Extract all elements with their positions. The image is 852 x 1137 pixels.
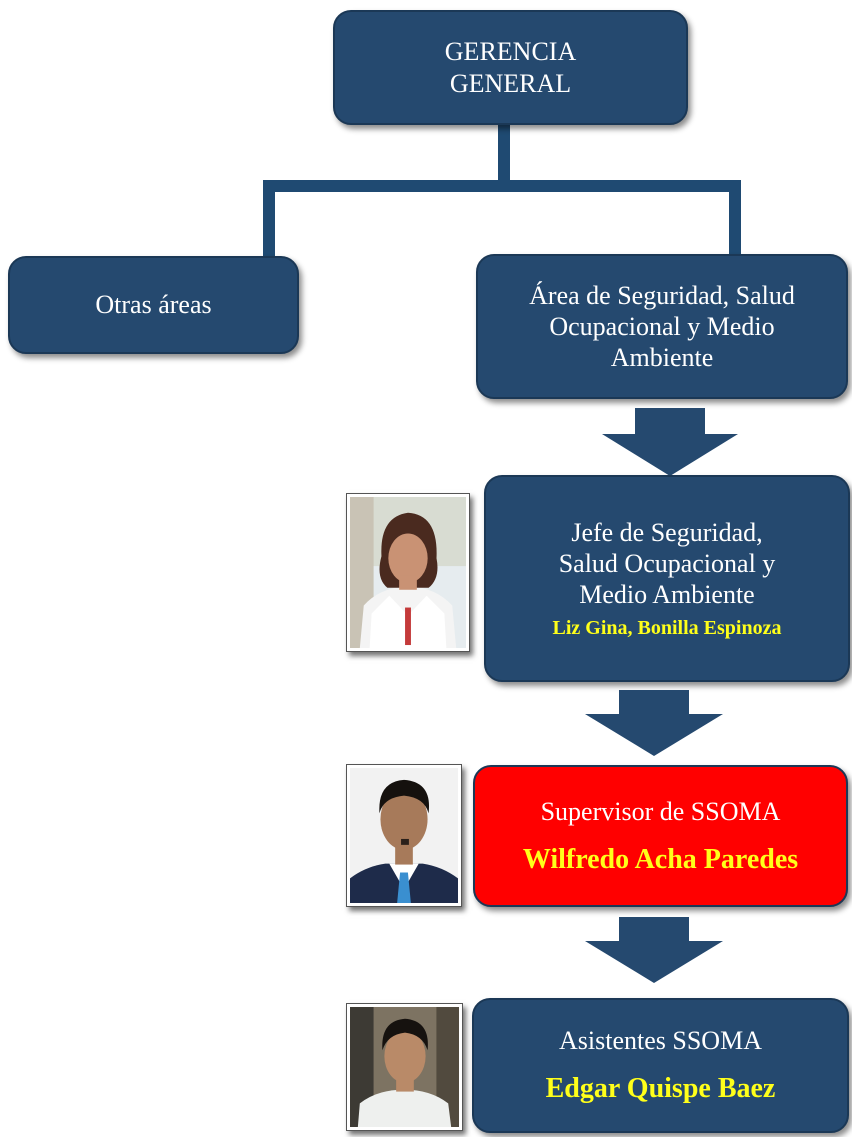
connector-to-otras <box>263 180 275 258</box>
node-area-ssoma: Área de Seguridad, Salud Ocupacional y M… <box>476 254 848 399</box>
person-name: Wilfredo Acha Paredes <box>522 843 799 875</box>
node-asistentes: Asistentes SSOMA Edgar Quispe Baez <box>472 998 849 1133</box>
node-jefe: Jefe de Seguridad, Salud Ocupacional y M… <box>484 475 850 682</box>
photo-asistente <box>346 1003 463 1131</box>
node-title: Supervisor de SSOMA <box>540 796 781 826</box>
photo-jefe <box>346 493 470 652</box>
node-title: Área de Seguridad, Salud Ocupacional y M… <box>529 280 795 373</box>
node-otras-areas: Otras áreas <box>8 256 299 354</box>
connector-to-area <box>729 180 741 258</box>
connector-horizontal <box>263 180 741 192</box>
node-title: Otras áreas <box>95 290 212 320</box>
photo-supervisor <box>346 764 462 907</box>
node-title: GERENCIA GENERAL <box>444 37 577 98</box>
person-name: Edgar Quispe Baez <box>545 1073 776 1105</box>
down-arrow-icon <box>585 690 723 756</box>
node-title: Asistentes SSOMA <box>559 1026 762 1056</box>
person-name: Liz Gina, Bonilla Espinoza <box>552 617 782 640</box>
node-supervisor: Supervisor de SSOMA Wilfredo Acha Parede… <box>473 765 848 907</box>
connector-gerencia-down <box>498 122 510 186</box>
node-gerencia-general: GERENCIA GENERAL <box>333 10 688 125</box>
down-arrow-icon <box>602 408 738 476</box>
node-title: Jefe de Seguridad, Salud Ocupacional y M… <box>558 517 776 610</box>
down-arrow-icon <box>585 917 723 983</box>
